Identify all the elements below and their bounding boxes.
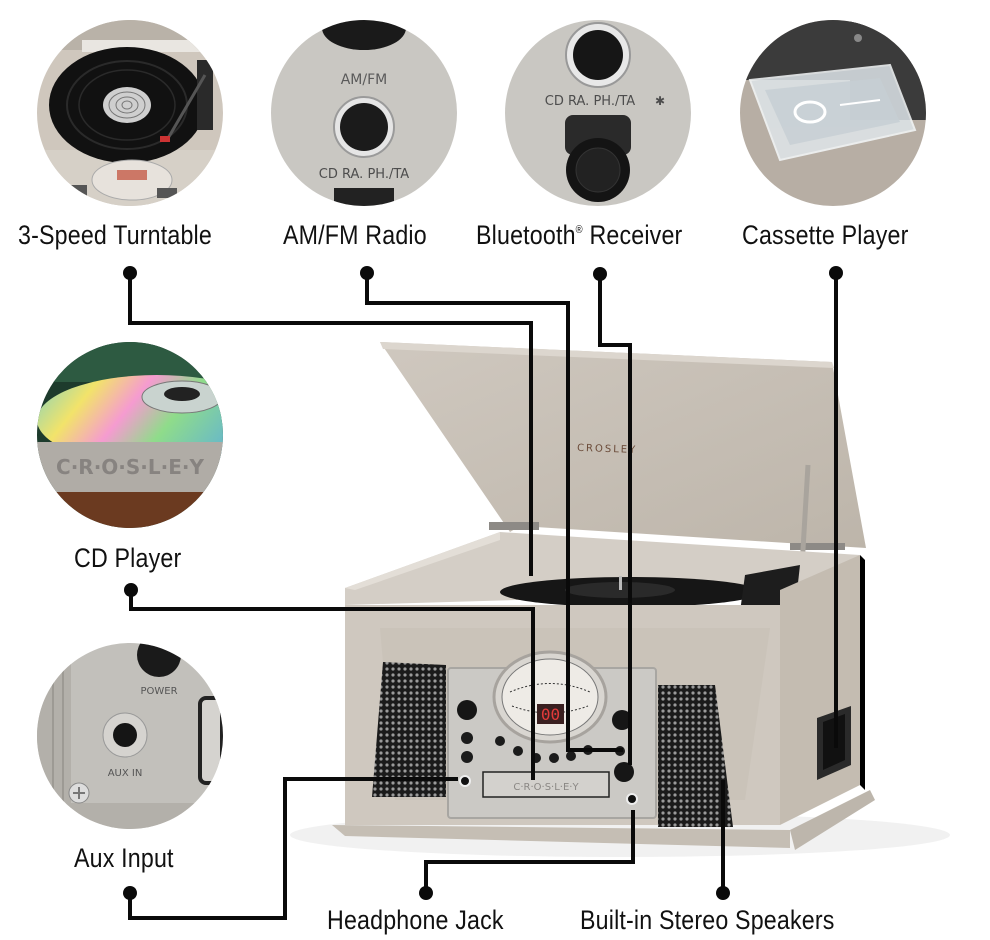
cassette-closeup bbox=[740, 20, 926, 206]
lid-brand: CROSLEY bbox=[577, 443, 638, 456]
aux-power-text: POWER bbox=[140, 686, 177, 697]
tuning-knob bbox=[612, 710, 632, 730]
dot-headphone bbox=[419, 886, 433, 900]
label-bluetooth: Bluetooth® Receiver bbox=[476, 220, 682, 251]
lid bbox=[380, 342, 866, 548]
dot-cassette bbox=[829, 266, 843, 280]
cd-slot bbox=[482, 771, 610, 798]
dot-aux bbox=[123, 886, 137, 900]
connector-aux bbox=[128, 777, 458, 920]
label-headphone: Headphone Jack bbox=[327, 905, 504, 935]
registered-mark: ® bbox=[575, 224, 583, 236]
label-cassette: Cassette Player bbox=[742, 220, 909, 250]
dot-speakers bbox=[716, 886, 730, 900]
cd-brand-text: C·R·O·S·L·E·Y bbox=[56, 455, 204, 479]
connector-turntable bbox=[128, 273, 533, 576]
label-cd: CD Player bbox=[74, 543, 182, 573]
radio-function-text: CD RA. PH./TA bbox=[319, 167, 409, 182]
label-radio: AM/FM Radio bbox=[283, 220, 427, 250]
volume-knob bbox=[457, 700, 477, 720]
cd-slot-brand: C·R·O·S·L·E·Y bbox=[513, 782, 579, 793]
cd-closeup: C·R·O·S·L·E·Y bbox=[37, 342, 223, 528]
radio-band-text: AM/FM bbox=[341, 72, 388, 88]
radio-closeup: AM/FM CD RA. PH./TA bbox=[271, 20, 457, 206]
bluetooth-function-text: CD RA. PH./TA bbox=[545, 94, 635, 109]
bluetooth-symbol-icon: ✱ bbox=[655, 94, 665, 108]
connector-cd bbox=[129, 590, 535, 780]
label-turntable: 3-Speed Turntable bbox=[18, 220, 212, 250]
connector-radio bbox=[365, 273, 623, 752]
led-display: 00 bbox=[541, 705, 560, 724]
label-bluetooth-text: Bluetooth bbox=[476, 220, 576, 250]
function-knob bbox=[614, 762, 634, 782]
headphone-jack bbox=[626, 793, 638, 805]
right-speaker-grille bbox=[658, 685, 733, 827]
dot-radio bbox=[360, 266, 374, 280]
dot-turntable bbox=[123, 266, 137, 280]
dot-cd bbox=[124, 583, 138, 597]
aux-jack bbox=[459, 775, 471, 787]
bluetooth-closeup: CD RA. PH./TA ✱ bbox=[505, 20, 691, 206]
label-speakers: Built-in Stereo Speakers bbox=[580, 905, 835, 935]
left-speaker-grille bbox=[372, 662, 446, 797]
label-aux: Aux Input bbox=[74, 843, 174, 873]
dot-bluetooth bbox=[593, 267, 607, 281]
connector-headphone bbox=[424, 810, 635, 893]
connector-bluetooth bbox=[598, 274, 632, 765]
label-bluetooth-suffix: Receiver bbox=[582, 220, 683, 250]
aux-in-text: AUX IN bbox=[108, 768, 143, 779]
